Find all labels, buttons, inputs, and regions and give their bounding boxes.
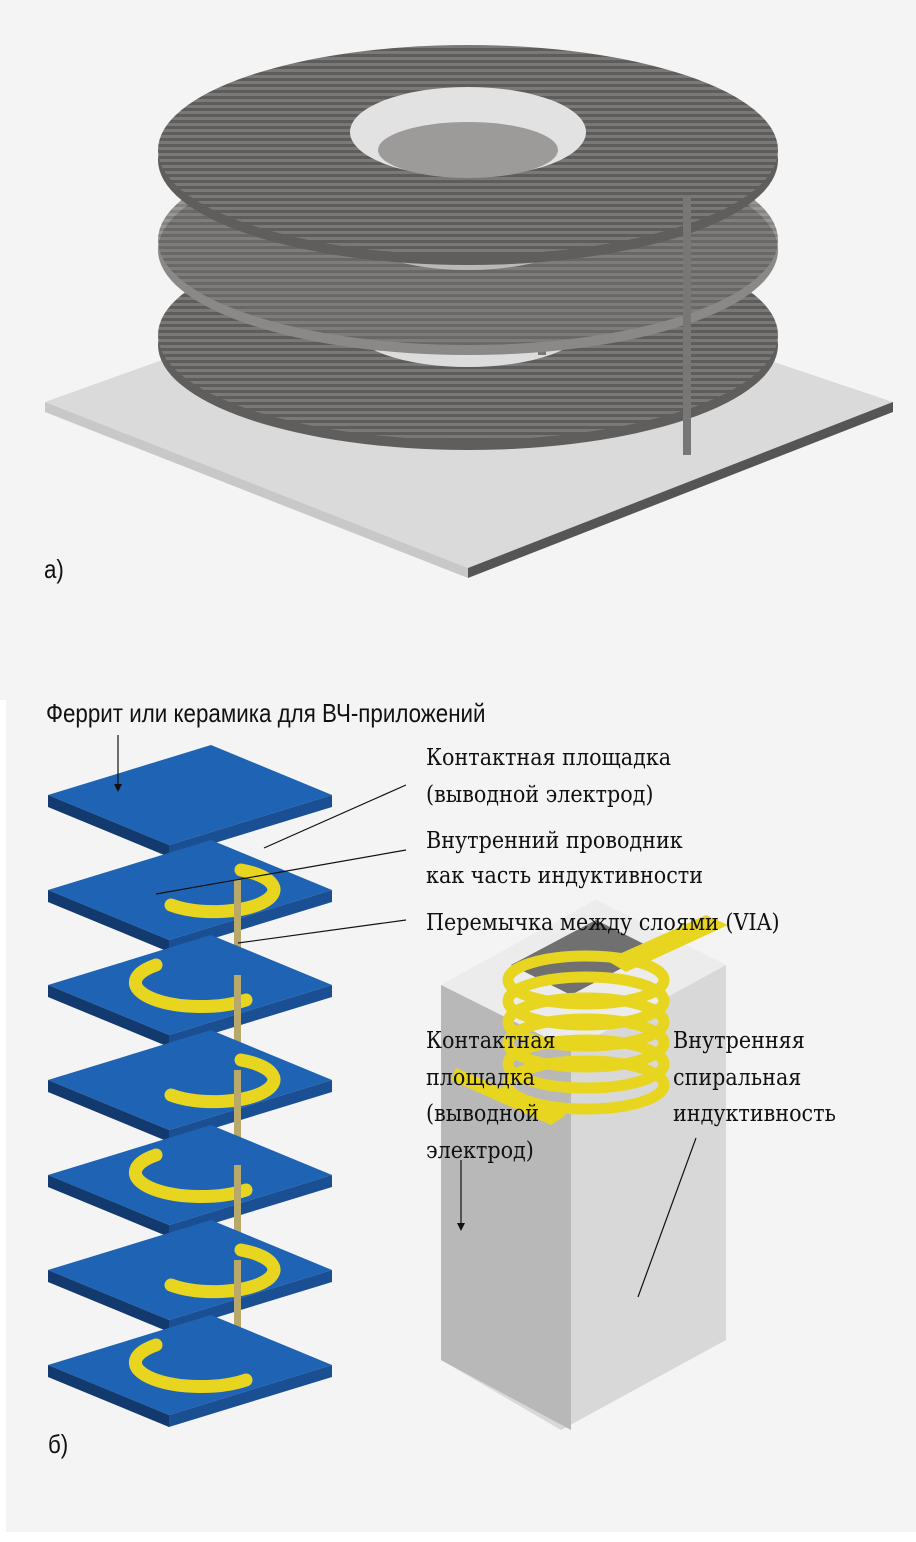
leader-lines [117,735,697,1298]
leader-via [237,919,407,944]
coil-turn [502,971,670,1031]
label-contact-pad-line1: Контактная площадка [426,745,672,771]
via-post [234,975,241,1060]
conductor-trace [128,958,253,1014]
coil-turn [502,992,670,1052]
panel-b-label: б) [48,1429,69,1459]
conductor-trace [128,1148,253,1204]
label-inner-conductor-line1: Внутренний проводник [426,828,683,854]
coil-turn [502,1055,670,1115]
via-post [234,880,241,965]
spiral-conductor [451,915,728,1125]
leader-contact-pad [263,784,407,849]
coil-layer-top [158,45,778,265]
figure-panel-b: Феррит или керамика для ВЧ-приложений Ко… [6,698,916,1532]
label-contact-pad2-line1: Контактная [426,1028,556,1054]
ceramic-layer-7 [48,1315,332,1427]
multilayer-inductor-illustration [48,735,728,1430]
coil-turn [502,950,670,1010]
conductor-trace [128,1338,253,1394]
label-inner-conductor-line2: как часть индуктивности [426,863,704,889]
coil-turn [502,1013,670,1073]
label-ferrite: Феррит или керамика для ВЧ-приложений [46,698,486,728]
layer-stack [48,745,332,1427]
label-spiral-line1: Внутренняя [673,1028,805,1054]
leader-inner-conductor [155,849,407,895]
conductor-trace [164,1243,281,1299]
label-spiral-line3: индуктивность [673,1101,836,1127]
terminal-top [606,915,728,972]
via-post [234,1070,241,1155]
label-contact-pad-line2: (выводной электрод) [426,782,654,808]
substrate-plate-edge-left [45,402,468,578]
ceramic-layer-1 [48,745,332,857]
panel-a-label: а) [44,554,64,584]
label-contact-pad2-line2: площадка [426,1065,535,1091]
via-post-right [683,195,691,455]
label-spiral-line2: спиральная [673,1065,802,1091]
planar-spiral-coil-illustration [45,45,893,578]
substrate-plate-edge-right [468,402,893,578]
terminal-bottom [451,1068,566,1125]
via-post [234,1260,241,1345]
ceramic-layer-2 [48,840,332,965]
conductor-trace [164,863,281,919]
arrowheads [114,784,465,1231]
via-post [234,1165,241,1250]
label-contact-pad2-line3: (выводной [426,1101,540,1127]
leader-spiral [637,1137,697,1298]
label-via: Перемычка между слоями (VIA) [426,910,780,936]
coil-turn [502,1034,670,1094]
figure-panel-a: а) [0,0,916,700]
label-contact-pad2-line4: электрод) [426,1138,534,1164]
conductor-trace [164,1053,281,1109]
